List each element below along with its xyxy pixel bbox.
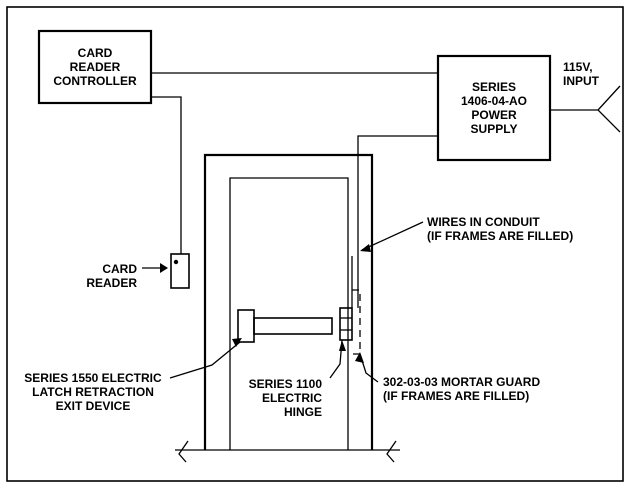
conduit-wire (357, 135, 438, 308)
conduit-line-2: (IF FRAMES ARE FILLED) (427, 229, 574, 243)
door-frame-inner (229, 177, 349, 450)
card-reader-indicator (173, 259, 179, 265)
conduit-line-1: WIRES IN CONDUIT (427, 215, 540, 229)
break-mark-right (386, 440, 397, 463)
outer-border (6, 6, 624, 482)
controller-label: CARD READER CONTROLLER (39, 46, 151, 88)
exit-device-line-1: SERIES 1550 ELECTRIC (24, 371, 162, 385)
exit-device-line-3: EXIT DEVICE (55, 399, 131, 413)
input-fork (597, 85, 621, 133)
power-supply-label: SERIES 1406-04-AO POWER SUPPLY (438, 80, 550, 136)
card-reader-label: CARD READER (64, 262, 137, 290)
mortar-guard-line-2: (IF FRAMES ARE FILLED) (383, 389, 530, 403)
reader-wire (151, 96, 182, 254)
mortar-guard-arrowhead (355, 352, 364, 363)
mortar-guard-leader (359, 353, 379, 383)
card-reader-arrowhead (160, 263, 168, 273)
power-supply-line-3: POWER (471, 108, 517, 122)
conduit-label: WIRES IN CONDUIT (IF FRAMES ARE FILLED) (427, 215, 573, 243)
card-reader-line-2: READER (86, 276, 137, 290)
exit-device-arrowhead (232, 338, 242, 347)
hinge-label: SERIES 1100 ELECTRIC HINGE (228, 377, 322, 419)
power-supply-line-1: SERIES (471, 80, 516, 94)
input-line-1: 115V, (563, 60, 593, 74)
power-supply-line-4: SUPPLY (470, 122, 518, 136)
mortar-guard-label: 302-03-03 MORTAR GUARD (IF FRAMES ARE FI… (383, 375, 540, 403)
card-reader-line-1: CARD (102, 262, 137, 276)
hinge-leader (329, 339, 343, 379)
conduit-leader (361, 221, 424, 251)
hinge-line-2: ELECTRIC (262, 391, 322, 405)
controller-line-2: READER (69, 60, 121, 74)
hinge-line-3: HINGE (283, 405, 322, 419)
exit-device-label: SERIES 1550 ELECTRIC LATCH RETRACTION EX… (15, 371, 171, 413)
controller-line-3: CONTROLLER (53, 74, 137, 88)
hinge-arrowhead (339, 340, 346, 351)
power-supply-box (436, 54, 552, 162)
hinge-line-1: SERIES 1100 (248, 377, 322, 391)
card-reader-device (170, 253, 190, 289)
electric-hinge (339, 307, 353, 341)
mortar-guard-line-1: 302-03-03 MORTAR GUARD (383, 375, 541, 389)
input-line-2: INPUT (563, 74, 599, 88)
input-label: 115V, INPUT (563, 60, 599, 88)
break-mark-left (178, 440, 189, 463)
exit-device-leader (169, 341, 241, 379)
mortar-guard (352, 289, 361, 355)
controller-line-1: CARD (77, 46, 113, 60)
controller-box (37, 29, 153, 105)
conduit-arrowhead (360, 244, 371, 252)
exit-device-line-2: LATCH RETRACTION (32, 385, 154, 399)
exit-device-housing (237, 309, 255, 343)
door-frame-outer (203, 153, 374, 450)
exit-device-bar (253, 317, 333, 335)
power-supply-line-2: 1406-04-AO (460, 94, 528, 108)
